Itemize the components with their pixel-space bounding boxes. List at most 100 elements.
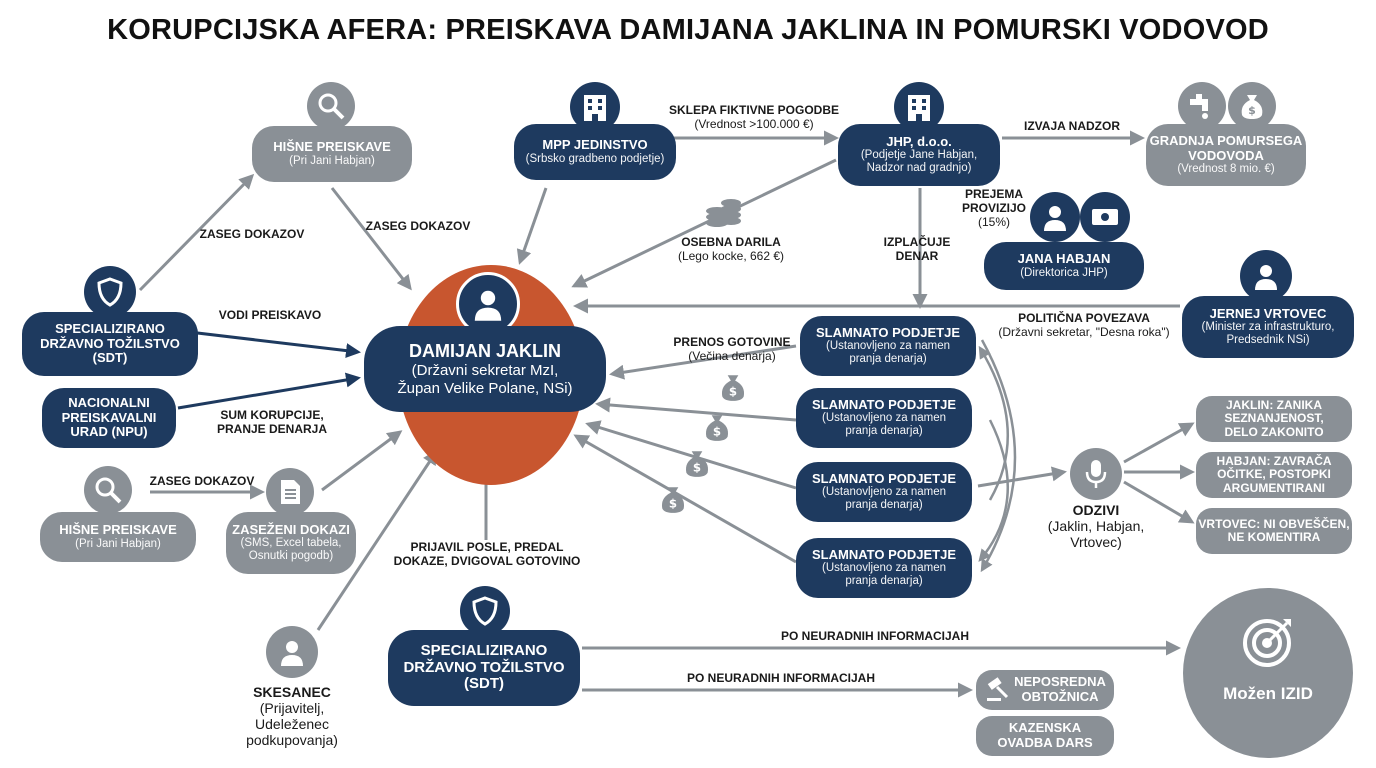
gavel-icon [984,674,1014,704]
label-text: SKLEPA FIKTIVNE POGODBE [668,103,839,117]
label-zaseg-dokazov-left: ZASEG DOKAZOV [196,227,308,242]
node-title: DAMIJAN JAKLIN [408,341,561,362]
node-gradnja-vodovoda[interactable]: GRADNJA POMURSEGA VODOVODA (Vrednost 8 m… [1146,124,1306,186]
label-prejema-provizijo: PREJEMA PROVIZIJO (15%) [952,187,1036,229]
shield-icon [84,266,136,318]
node-subtitle: (Jaklin, Habjan, [1047,518,1145,535]
node-response-vrtovec[interactable]: VRTOVEC: NI OBVEŠČEN, NE KOMENTIRA [1196,508,1352,554]
node-subtitle: Predsednik NSi) [1226,334,1310,347]
node-hisne-preiskave-top[interactable]: HIŠNE PREISKAVE (Pri Jani Habjan) [252,126,412,182]
node-hisne-preiskave-bottom[interactable]: HIŠNE PREISKAVE (Pri Jani Habjan) [40,512,196,562]
node-ovadba-dars[interactable]: KAZENSKA OVADBA DARS [976,716,1114,756]
svg-text:$: $ [693,461,701,475]
page-title: KORUPCIJSKA AFERA: PREISKAVA DAMIJANA JA… [107,14,1269,46]
label-subtext: (Lego kocke, 662 €) [677,248,785,263]
node-title: VRTOVEC: NI OBVEŠČEN, [1198,516,1350,531]
node-jernej-vrtovec[interactable]: JERNEJ VRTOVEC (Minister za infrastruktu… [1182,296,1354,358]
node-jhp[interactable]: JHP, d.o.o. (Podjetje Jane Habjan, Nadzo… [838,124,1000,186]
node-title: KAZENSKA [1008,720,1082,736]
label-text: ZASEG DOKAZOV [365,219,471,233]
edge-odzivi-r1 [1123,422,1195,464]
money-bag-icon: $ [716,370,750,404]
edge-sdt-hisne [138,173,255,292]
shield-icon [460,586,510,636]
node-subtitle: podkupovanja) [246,732,338,749]
node-subtitle: (Srbsko gradbeno podjetje) [525,152,665,165]
edge-slam-curve-down [978,419,1010,562]
node-title: SLAMNATO PODJETJE [812,470,956,486]
label-izvaja-nadzor: IZVAJA NADZOR [1014,119,1130,134]
magnifier-icon [84,466,132,514]
label-text: DENAR [895,248,939,263]
node-title: (SDT) [464,675,504,693]
node-sdt-bottom[interactable]: SPECIALIZIRANO DRŽAVNO TOŽILSTVO (SDT) [388,630,580,706]
label-text: IZVAJA NADZOR [1024,119,1120,133]
node-sdt-left[interactable]: SPECIALIZIRANO DRŽAVNO TOŽILSTVO (SDT) [22,312,198,376]
node-subtitle: Vrtovec) [1070,534,1122,551]
label-text: PROVIZIJO [961,200,1026,215]
edge-s2-center [595,397,797,422]
node-slamnato-podjetje-1[interactable]: SLAMNATO PODJETJE (Ustanovljeno za namen… [800,316,976,376]
label-izplacuje-denar: IZPLAČUJE DENAR [876,235,958,264]
label-text: PRENOS GOTOVINE [673,335,791,349]
edge-mpp-center [516,187,548,265]
node-title: OVADBA DARS [997,735,1093,750]
node-title: HIŠNE PREISKAVE [273,139,391,155]
node-title: SLAMNATO PODJETJE [816,324,960,340]
document-icon [266,468,314,516]
node-subtitle: (SMS, Excel tabela, [240,537,342,550]
node-slamnato-podjetje-2[interactable]: SLAMNATO PODJETJE (Ustanovljeno za namen… [796,388,972,448]
coins-icon [702,192,744,232]
node-subtitle: (Ustanovljeno za namen [821,412,946,425]
node-title: (SDT) [92,350,128,366]
node-mpp-jedinstvo[interactable]: MPP JEDINSTVO (Srbsko gradbeno podjetje) [514,124,676,180]
money-bag-icon: $ [680,446,714,480]
node-skesanec: SKESANEC (Prijavitelj, Udeleženec podkup… [222,684,362,748]
node-title: SKESANEC [253,684,331,700]
node-title: JAKLIN: ZANIKA [1226,397,1322,412]
label-subtext: (Državni sekretar, "Desna roka") [998,324,1170,339]
label-text: POLITIČNA POVEZAVA [1018,311,1150,325]
microphone-icon [1070,448,1122,500]
label-prenos-gotovine: PRENOS GOTOVINE (Večina denarja) [672,335,792,364]
label-text: PRIJAVIL POSLE, PREDAL [410,540,564,554]
edge-slam-curve-up [978,345,1010,501]
node-slamnato-podjetje-4[interactable]: SLAMNATO PODJETJE (Ustanovljeno za namen… [796,538,972,598]
node-title: SLAMNATO PODJETJE [812,546,956,562]
node-response-habjan[interactable]: HABJAN: ZAVRAČA OČITKE, POSTOPKI ARGUMEN… [1196,452,1352,498]
label-subtext: (15%) [977,214,1010,229]
node-response-jaklin[interactable]: JAKLIN: ZANIKA SEZNANJENOST, DELO ZAKONI… [1196,396,1352,442]
node-title: JANA HABJAN [1017,251,1111,267]
node-title: ODZIVI [1072,502,1120,518]
label-text: SUM KORUPCIJE, [220,408,324,422]
node-subtitle: (Ustanovljeno za namen [821,562,946,575]
node-subtitle: pranja denarja) [849,353,927,366]
woman-icon [1030,192,1080,242]
node-slamnato-podjetje-3[interactable]: SLAMNATO PODJETJE (Ustanovljeno za namen… [796,462,972,522]
money-bag-icon: $ [1228,82,1276,130]
node-title: SPECIALIZIRANO [55,321,165,337]
node-odzivi: ODZIVI (Jaklin, Habjan, Vrtovec) [1036,502,1156,550]
node-npu[interactable]: NACIONALNI PREISKAVALNI URAD (NPU) [42,388,176,448]
node-mozen-izid[interactable]: Možen IZID [1183,588,1353,758]
edge-dokazi-center [321,430,403,492]
edge-s4-center [573,434,797,564]
node-title: SEZNANJENOST, [1224,411,1324,426]
node-zaseženi-dokazi[interactable]: ZASEŽENI DOKAZI (SMS, Excel tabela, Osnu… [226,512,356,574]
node-subtitle: (Podjetje Jane Habjan, [860,149,978,162]
person-icon [1240,250,1292,302]
node-jana-habjan[interactable]: JANA HABJAN (Direktorica JHP) [984,242,1144,290]
label-text: ZASEG DOKAZOV [199,227,305,241]
edge-slam-odzivi [977,466,1067,488]
node-damijan-jaklin[interactable]: DAMIJAN JAKLIN (Državni sekretar MzI, Žu… [364,326,606,412]
edge-vodi [171,328,361,359]
label-text: ZASEG DOKAZOV [149,474,255,488]
node-title: HABJAN: ZAVRAČA [1216,453,1332,468]
node-subtitle: pranja denarja) [845,575,923,588]
node-title: ZASEŽENI DOKAZI [232,521,350,537]
node-title: HIŠNE PREISKAVE [59,522,177,538]
building-icon [894,82,944,132]
edge-jhp-center [571,158,837,288]
node-title: OČITKE, POSTOPKI [1217,467,1331,482]
node-subtitle: Nadzor nad gradnjo) [866,162,972,175]
